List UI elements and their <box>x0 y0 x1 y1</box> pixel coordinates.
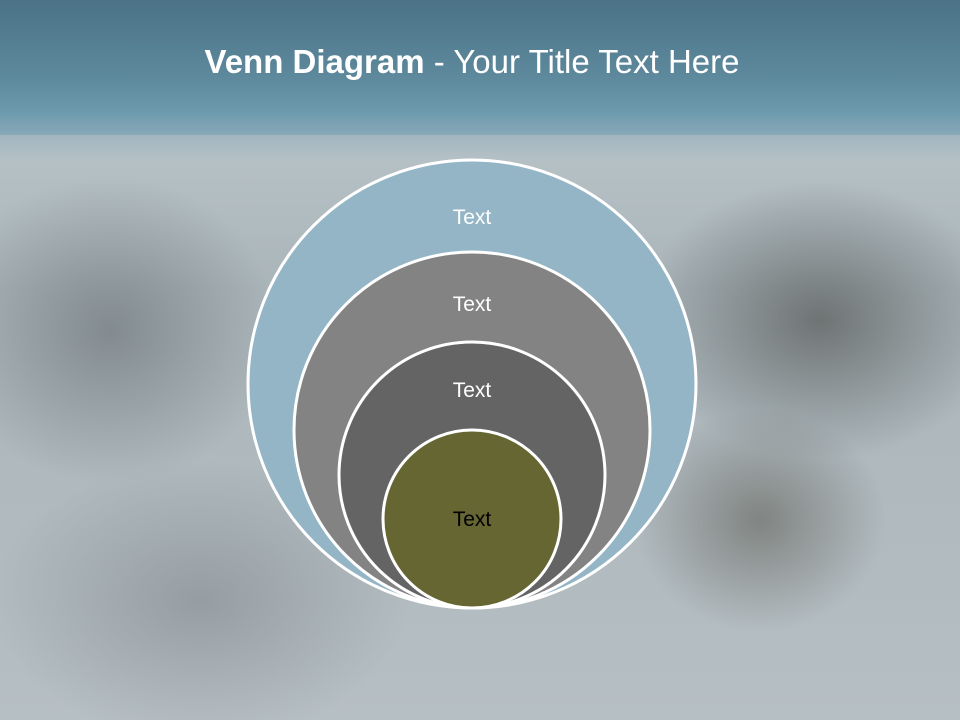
slide-title[interactable]: Venn Diagram - Your Title Text Here <box>0 40 944 84</box>
slide-title-bold: Venn Diagram <box>204 43 425 80</box>
venn-label-inner: Text <box>453 508 492 531</box>
title-band-fade <box>0 120 960 160</box>
venn-label-third: Text <box>453 379 492 402</box>
venn-circle-inner <box>381 428 563 610</box>
venn-label-outer: Text <box>453 206 492 229</box>
venn-label-second: Text <box>453 293 492 316</box>
venn-layer-inner[interactable]: Text <box>381 428 563 610</box>
title-band <box>0 0 960 135</box>
slide-title-rest: - Your Title Text Here <box>424 43 740 80</box>
